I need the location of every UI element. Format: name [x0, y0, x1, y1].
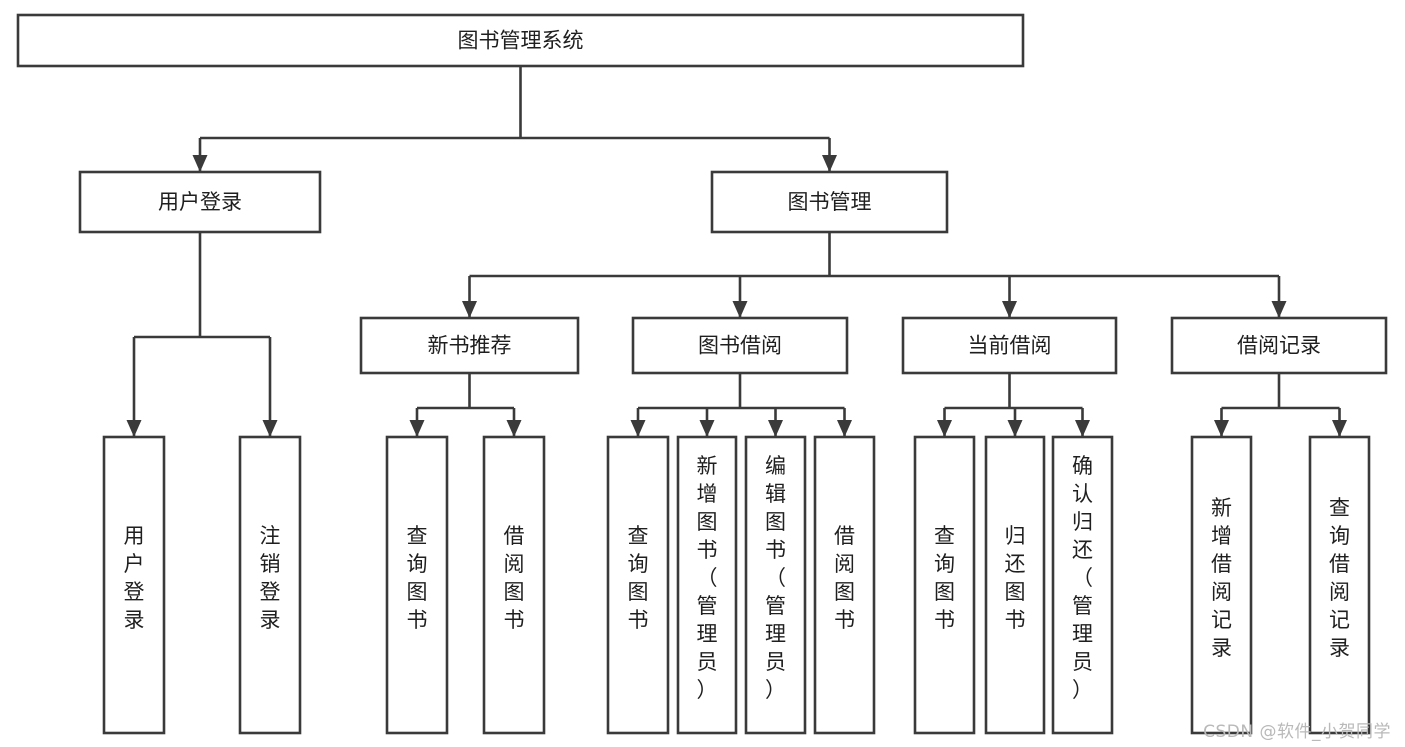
- node-label-recommend-query-book: 查询图书: [407, 524, 428, 632]
- arrow-head-icon: [699, 420, 715, 437]
- arrow-head-icon: [837, 420, 852, 437]
- node-label-borrow-query-book: 查询图书: [628, 524, 649, 632]
- node-label-borrow-record: 借阅记录: [1237, 334, 1321, 358]
- node-borrow-record[interactable]: 借阅记录: [1170, 316, 1388, 375]
- node-borrow-borrow-book[interactable]: 借阅图书: [813, 435, 876, 735]
- arrow-head-icon: [1075, 420, 1090, 437]
- node-box-current-confirm-return[interactable]: [1051, 435, 1114, 735]
- node-label-book-management: 图书管理: [788, 190, 872, 214]
- node-box-borrow-add-book[interactable]: [676, 435, 738, 735]
- arrow-head-icon: [262, 420, 278, 437]
- node-label-borrow-add-book: 新增图书（管理员）: [697, 454, 718, 702]
- node-box-root[interactable]: [16, 13, 1025, 68]
- watermark-label: CSDN @软件_小贺同学: [1203, 722, 1391, 742]
- node-label-user-logout: 注销登录: [260, 524, 281, 632]
- arrow-head-icon: [126, 420, 142, 437]
- node-recommend-query-book[interactable]: 查询图书: [385, 435, 449, 735]
- node-box-borrow-edit-book[interactable]: [744, 435, 807, 735]
- node-root[interactable]: 图书管理系统: [16, 13, 1025, 68]
- arrow-head-icon: [1002, 301, 1017, 318]
- node-label-root: 图书管理系统: [458, 29, 584, 53]
- arrow-head-icon: [768, 420, 783, 437]
- arrow-head-icon: [192, 155, 208, 172]
- node-label-record-query: 查询借阅记录: [1329, 496, 1350, 660]
- node-borrow-query-book[interactable]: 查询图书: [606, 435, 670, 735]
- node-recommend-borrow-book[interactable]: 借阅图书: [482, 435, 546, 735]
- arrow-head-icon: [937, 420, 952, 437]
- node-label-borrow-edit-book: 编辑图书（管理员）: [765, 454, 786, 702]
- node-label-current-confirm-return: 确认归还（管理员）: [1072, 454, 1093, 702]
- arrow-head-icon: [1332, 420, 1347, 437]
- node-current-confirm-return[interactable]: 确认归还（管理员）: [1051, 435, 1114, 735]
- arrow-head-icon: [732, 301, 748, 318]
- arrow-head-icon: [409, 420, 425, 437]
- node-user-login[interactable]: 用户登录: [78, 170, 322, 234]
- node-label-new-book-recommend: 新书推荐: [428, 334, 512, 358]
- node-box-current-return-book[interactable]: [984, 435, 1046, 735]
- node-label-current-borrow: 当前借阅: [968, 334, 1052, 358]
- node-book-management[interactable]: 图书管理: [710, 170, 949, 234]
- node-box-recommend-query-book[interactable]: [385, 435, 449, 735]
- arrow-head-icon: [630, 420, 646, 437]
- node-current-query-book[interactable]: 查询图书: [913, 435, 976, 735]
- node-borrow-add-book[interactable]: 新增图书（管理员）: [676, 435, 738, 735]
- node-label-user-login: 用户登录: [158, 190, 242, 214]
- node-current-borrow[interactable]: 当前借阅: [901, 316, 1118, 375]
- arrow-head-icon: [1007, 420, 1023, 437]
- arrow-head-icon: [1271, 301, 1287, 318]
- node-record-query[interactable]: 查询借阅记录: [1308, 435, 1371, 735]
- node-label-current-return-book: 归还图书: [1005, 524, 1026, 632]
- node-box-user-login[interactable]: [78, 170, 322, 234]
- node-user-logout[interactable]: 注销登录: [238, 435, 302, 735]
- node-user-login-do[interactable]: 用户登录: [102, 435, 166, 735]
- connector-layer: [126, 66, 1347, 437]
- node-box-book-borrow[interactable]: [631, 316, 849, 375]
- node-borrow-edit-book[interactable]: 编辑图书（管理员）: [744, 435, 807, 735]
- node-box-record-add[interactable]: [1190, 435, 1253, 735]
- arrow-head-icon: [822, 155, 837, 172]
- node-box-current-query-book[interactable]: [913, 435, 976, 735]
- node-layer: 图书管理系统用户登录用户登录注销登录图书管理新书推荐查询图书借阅图书图书借阅查询…: [16, 13, 1388, 735]
- arrow-head-icon: [462, 301, 477, 318]
- arrow-head-icon: [506, 420, 522, 437]
- node-box-user-login-do[interactable]: [102, 435, 166, 735]
- arrow-head-icon: [1214, 420, 1229, 437]
- node-label-borrow-borrow-book: 借阅图书: [834, 524, 855, 632]
- node-current-return-book[interactable]: 归还图书: [984, 435, 1046, 735]
- node-box-borrow-record[interactable]: [1170, 316, 1388, 375]
- node-new-book-recommend[interactable]: 新书推荐: [359, 316, 580, 375]
- node-box-user-logout[interactable]: [238, 435, 302, 735]
- node-book-borrow[interactable]: 图书借阅: [631, 316, 849, 375]
- node-box-recommend-borrow-book[interactable]: [482, 435, 546, 735]
- node-box-record-query[interactable]: [1308, 435, 1371, 735]
- node-label-recommend-borrow-book: 借阅图书: [504, 524, 525, 632]
- node-label-current-query-book: 查询图书: [934, 524, 955, 632]
- node-label-user-login-do: 用户登录: [124, 524, 145, 632]
- node-label-record-add: 新增借阅记录: [1211, 496, 1232, 660]
- node-label-book-borrow: 图书借阅: [698, 334, 782, 358]
- node-box-new-book-recommend[interactable]: [359, 316, 580, 375]
- node-record-add[interactable]: 新增借阅记录: [1190, 435, 1253, 735]
- node-box-borrow-borrow-book[interactable]: [813, 435, 876, 735]
- node-box-book-management[interactable]: [710, 170, 949, 234]
- node-box-borrow-query-book[interactable]: [606, 435, 670, 735]
- node-box-current-borrow[interactable]: [901, 316, 1118, 375]
